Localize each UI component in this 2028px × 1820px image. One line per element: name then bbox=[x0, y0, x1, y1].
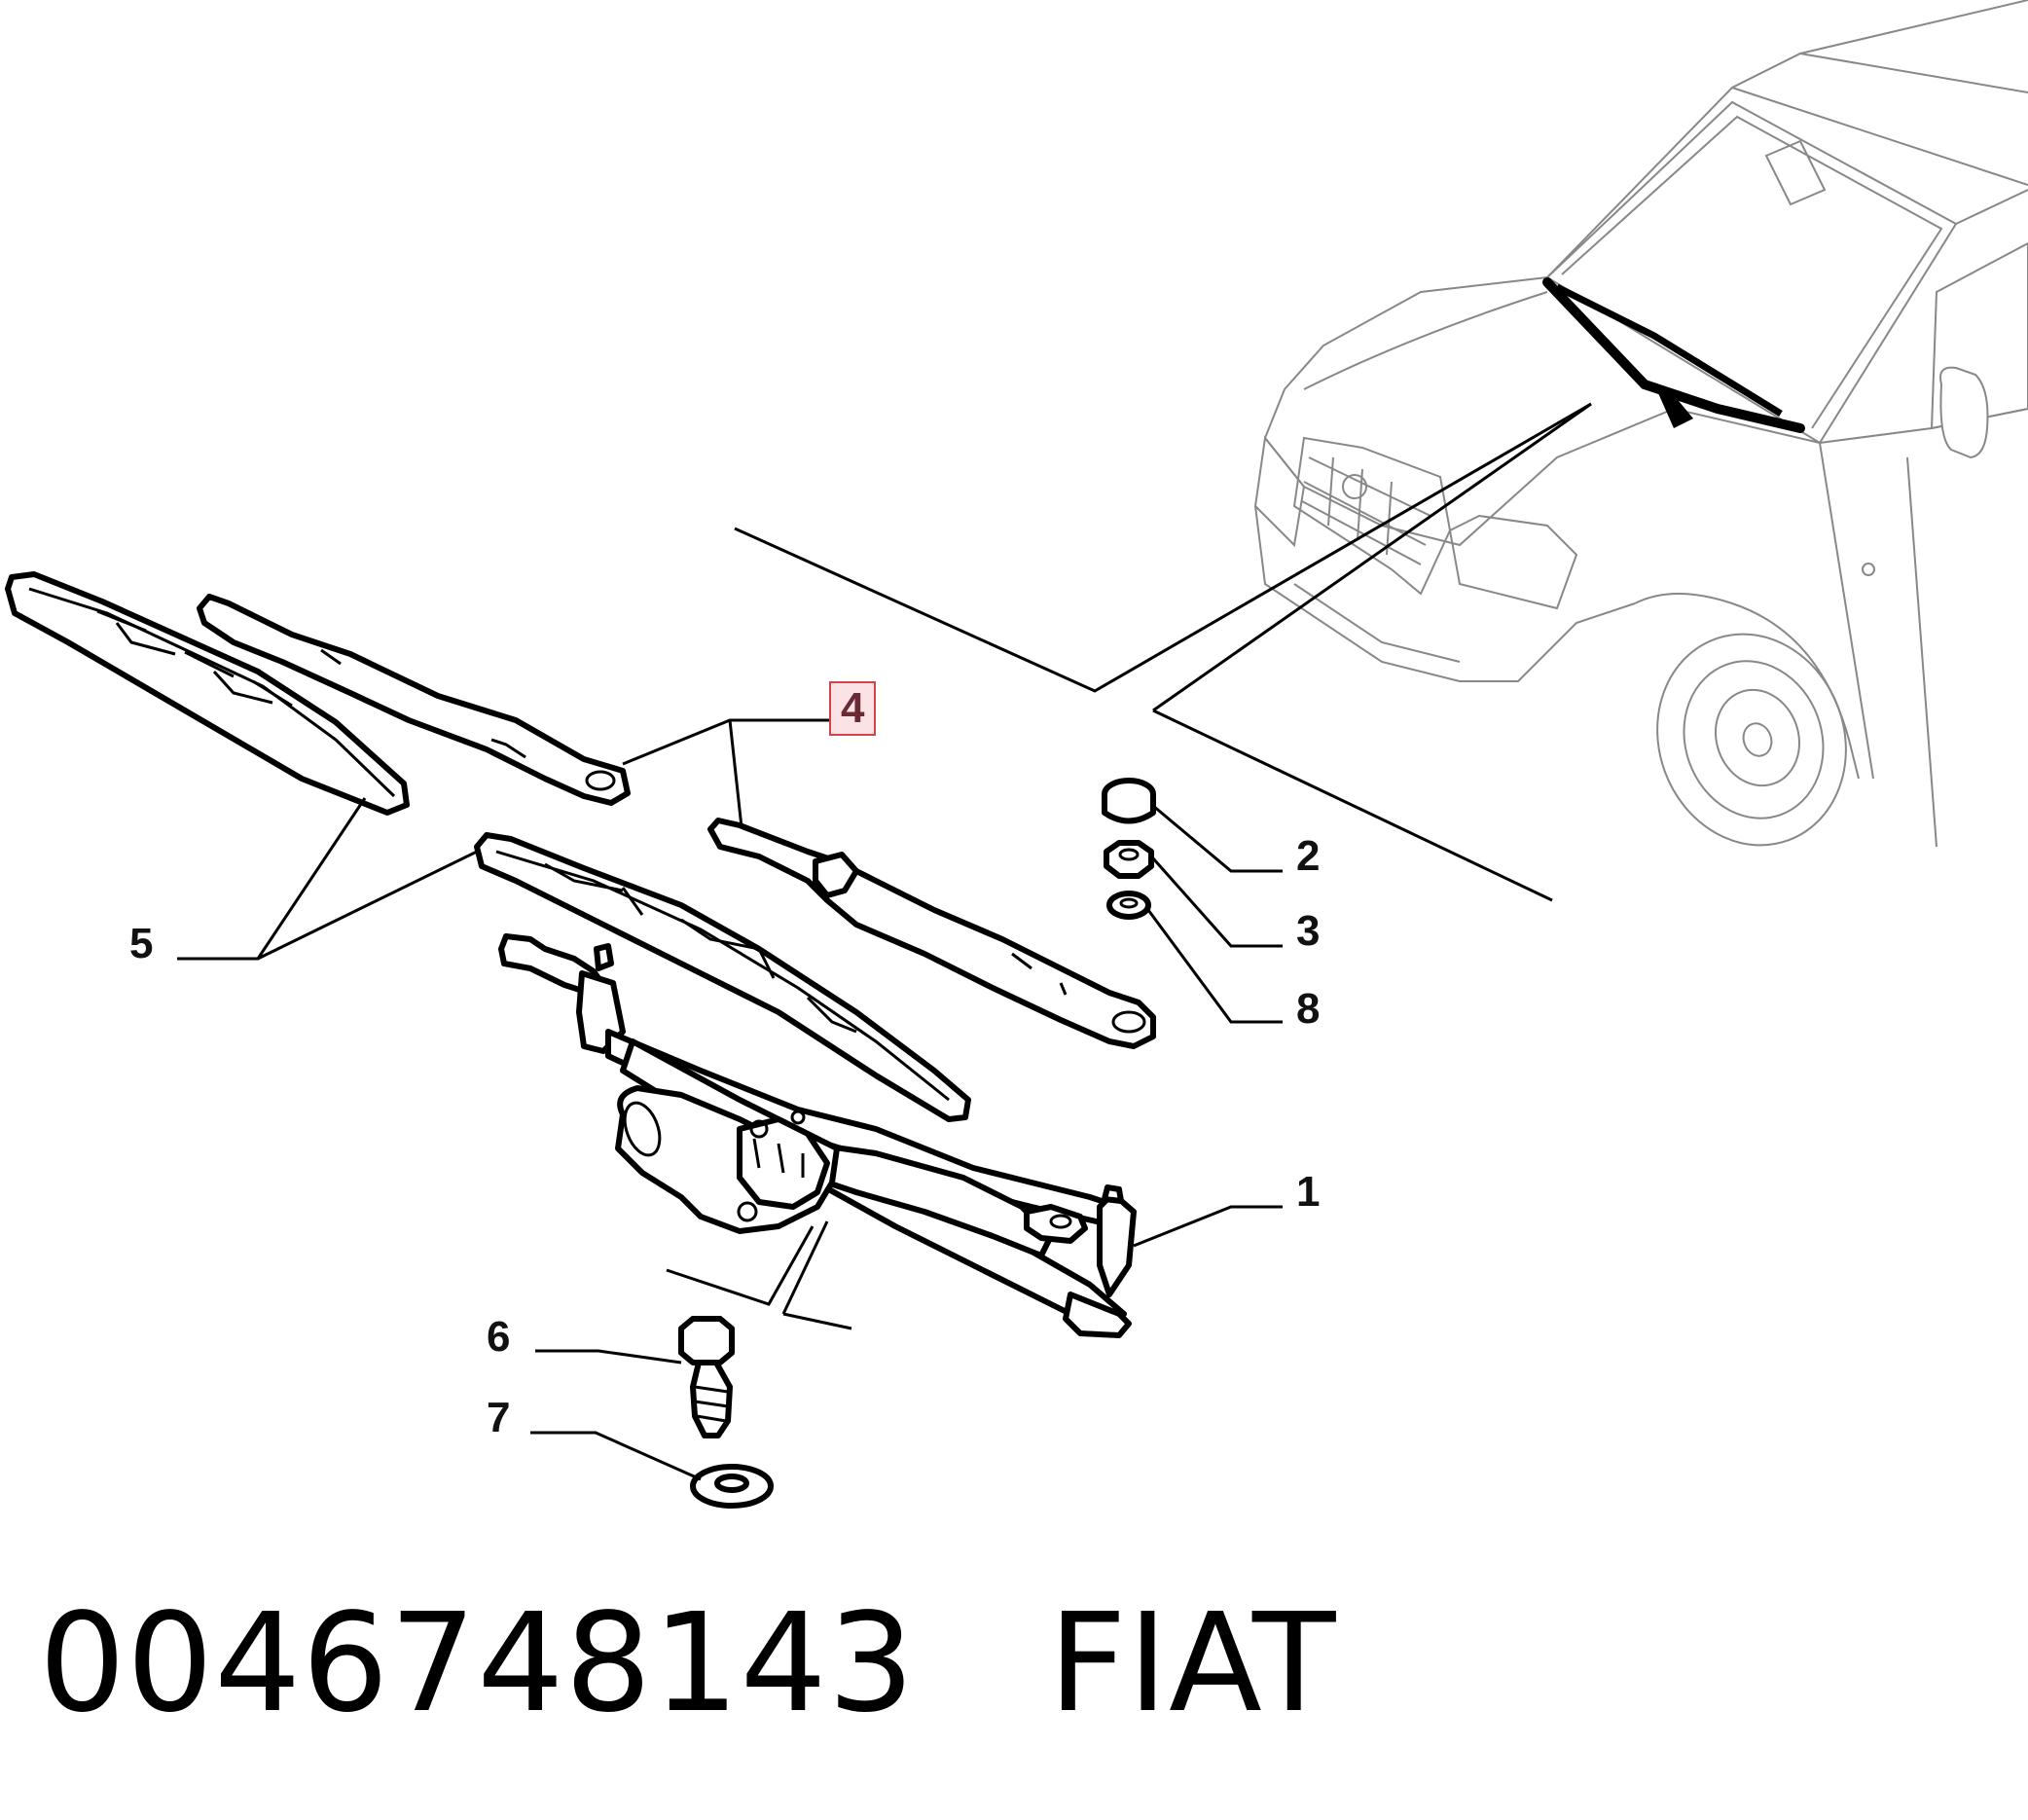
part-cap bbox=[1102, 778, 1156, 824]
wiper-arm-upper bbox=[197, 594, 631, 806]
callout-4[interactable]: 4 bbox=[829, 681, 877, 736]
callout-3[interactable]: 3 bbox=[1296, 907, 1321, 955]
leader-lines bbox=[177, 718, 1283, 1481]
brand-name: FIAT bbox=[1048, 1584, 1337, 1743]
part-number-caption: 0046748143 FIAT bbox=[39, 1596, 1337, 1732]
wiper-arm-lower bbox=[707, 818, 1156, 1049]
vehicle-illustration bbox=[1253, 0, 2028, 848]
part-washer-large bbox=[690, 1464, 774, 1509]
wiper-blade-lower bbox=[474, 832, 971, 1122]
wiper-linkage-motor bbox=[498, 933, 1137, 1338]
callout-7[interactable]: 7 bbox=[487, 1394, 511, 1441]
callout-6[interactable]: 6 bbox=[487, 1313, 511, 1361]
part-bolt bbox=[678, 1316, 735, 1438]
part-number: 0046748143 bbox=[39, 1584, 916, 1743]
pointer-lines bbox=[734, 402, 1592, 902]
part-washer-small bbox=[1106, 891, 1151, 920]
callout-2[interactable]: 2 bbox=[1296, 832, 1321, 880]
callout-1[interactable]: 1 bbox=[1296, 1168, 1321, 1216]
part-nut bbox=[1104, 840, 1154, 879]
callout-5[interactable]: 5 bbox=[129, 920, 154, 967]
wiper-blade-upper bbox=[5, 571, 410, 816]
callout-8[interactable]: 8 bbox=[1296, 985, 1321, 1033]
